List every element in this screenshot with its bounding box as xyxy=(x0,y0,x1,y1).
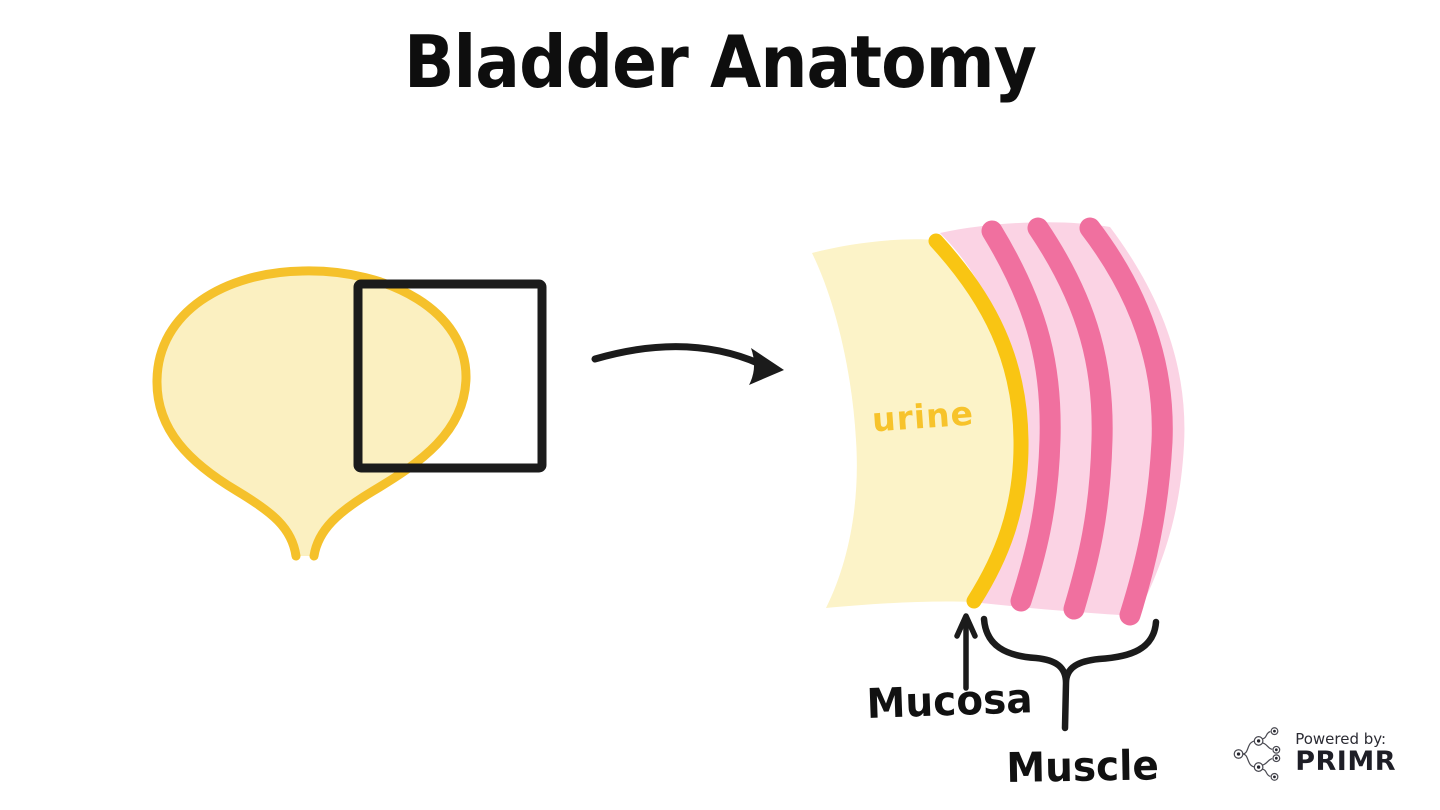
muscle-stripe xyxy=(981,220,1061,612)
tree-network-icon xyxy=(1233,727,1281,781)
urine-layer xyxy=(812,239,1022,608)
zoom-arrow-head xyxy=(749,348,784,385)
mucosa-label: Mucosa xyxy=(865,674,1034,728)
bladder-outline xyxy=(152,266,471,561)
bladder-shape xyxy=(156,270,467,556)
muscle-label: Muscle xyxy=(1005,741,1160,792)
powered-by-text: Powered by: xyxy=(1295,729,1387,748)
zoom-arrow xyxy=(591,343,764,368)
zoom-square xyxy=(353,279,547,473)
mucosa-line xyxy=(928,233,1029,609)
branding: Powered by: PRIMR xyxy=(1232,726,1396,782)
muscle-stripe xyxy=(1079,217,1173,626)
brand-name: PRIMR xyxy=(1295,745,1396,777)
mucosa-pointer-arrowhead xyxy=(954,613,978,639)
muscle-brace xyxy=(980,615,1160,732)
page-title: Bladder Anatomy xyxy=(403,20,1037,104)
muscle-stripe xyxy=(1027,217,1113,620)
urine-label: urine xyxy=(870,393,976,440)
muscle-layer xyxy=(940,222,1185,616)
